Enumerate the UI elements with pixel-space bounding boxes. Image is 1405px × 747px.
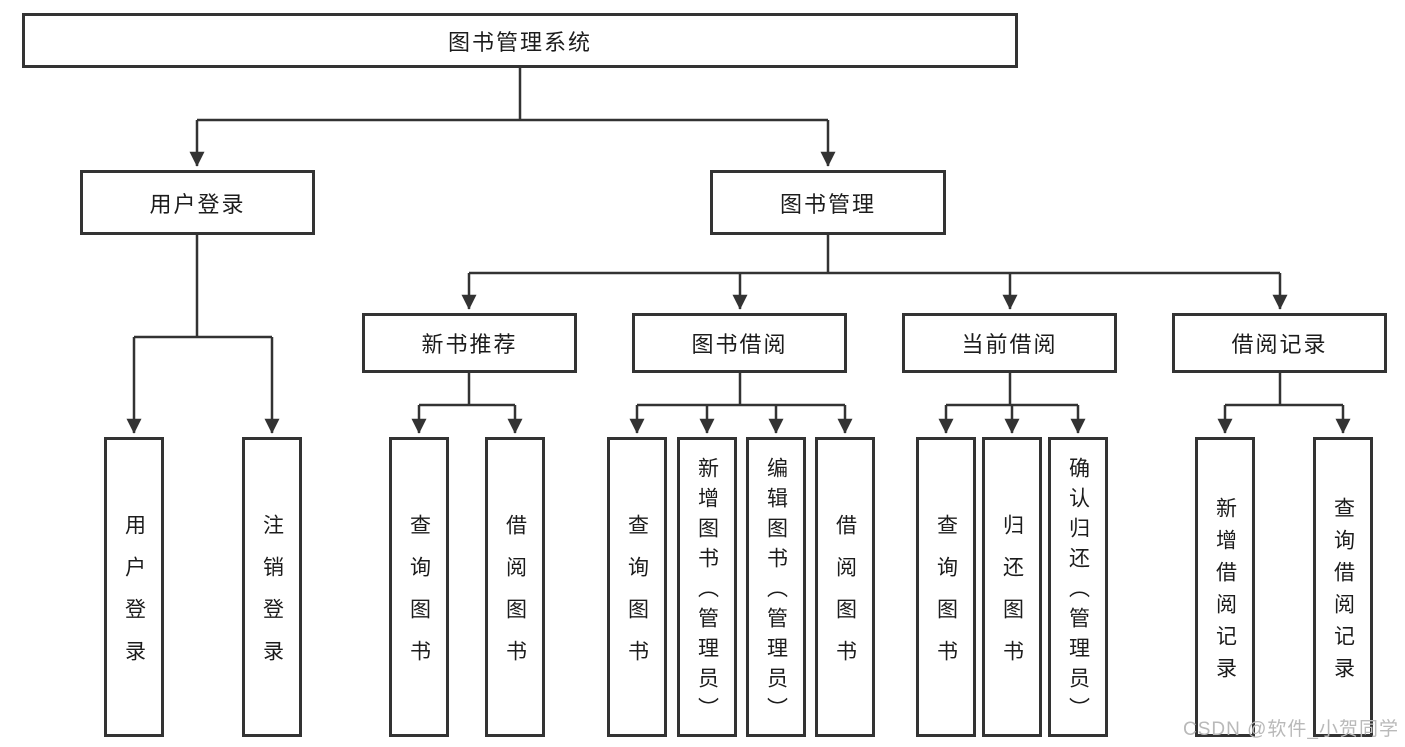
leaf-label: 编辑图书（管理员） [764,456,788,727]
node-label: 新书推荐 [421,332,518,357]
leaf-label: 借阅图书 [503,513,527,682]
leaf-label: 归还图书 [1000,513,1024,682]
leaf-query-borrow-record: 查询借阅记录 [1313,437,1373,737]
leaf-borrow-books-recommend: 借阅图书 [485,437,545,737]
leaf-label: 用户登录 [122,513,146,682]
leaf-add-books-admin: 新增图书（管理员） [677,437,737,737]
leaf-return-books: 归还图书 [982,437,1042,737]
node-current-borrowing: 当前借阅 [902,313,1117,373]
node-borrowing-records: 借阅记录 [1172,313,1387,373]
leaf-label: 注销登录 [260,513,284,682]
leaf-query-books-current: 查询图书 [916,437,976,737]
node-label: 借阅记录 [1231,332,1328,357]
node-label: 图书借阅 [691,332,788,357]
leaf-query-books-borrowing: 查询图书 [607,437,667,737]
leaf-add-borrow-record: 新增借阅记录 [1195,437,1255,737]
leaf-query-books-recommend: 查询图书 [389,437,449,737]
leaf-borrow-books: 借阅图书 [815,437,875,737]
leaf-label: 查询图书 [625,513,649,682]
node-label: 图书管理 [779,191,876,217]
node-book-management: 图书管理 [710,170,946,235]
leaf-edit-books-admin: 编辑图书（管理员） [746,437,806,737]
leaf-label: 查询借阅记录 [1331,496,1355,689]
leaf-label: 查询图书 [934,513,958,682]
csdn-watermark: CSDN @软件_小贺同学 [1183,719,1399,740]
leaf-label: 确认归还（管理员） [1066,456,1090,727]
leaf-label: 新增图书（管理员） [695,456,719,727]
node-library-management-system: 图书管理系统 [22,13,1018,68]
node-user-login-group: 用户登录 [80,170,315,235]
leaf-label: 新增借阅记录 [1213,496,1237,689]
node-label: 图书管理系统 [447,29,592,55]
node-label: 用户登录 [149,191,246,217]
node-label: 当前借阅 [961,332,1058,357]
leaf-confirm-return-admin: 确认归还（管理员） [1048,437,1108,737]
leaf-label: 借阅图书 [833,513,857,682]
node-new-book-recommend: 新书推荐 [362,313,577,373]
leaf-logout: 注销登录 [242,437,302,737]
node-book-borrowing: 图书借阅 [632,313,847,373]
leaf-label: 查询图书 [407,513,431,682]
arrow-connectors [126,120,1351,434]
leaf-user-login: 用户登录 [104,437,164,737]
